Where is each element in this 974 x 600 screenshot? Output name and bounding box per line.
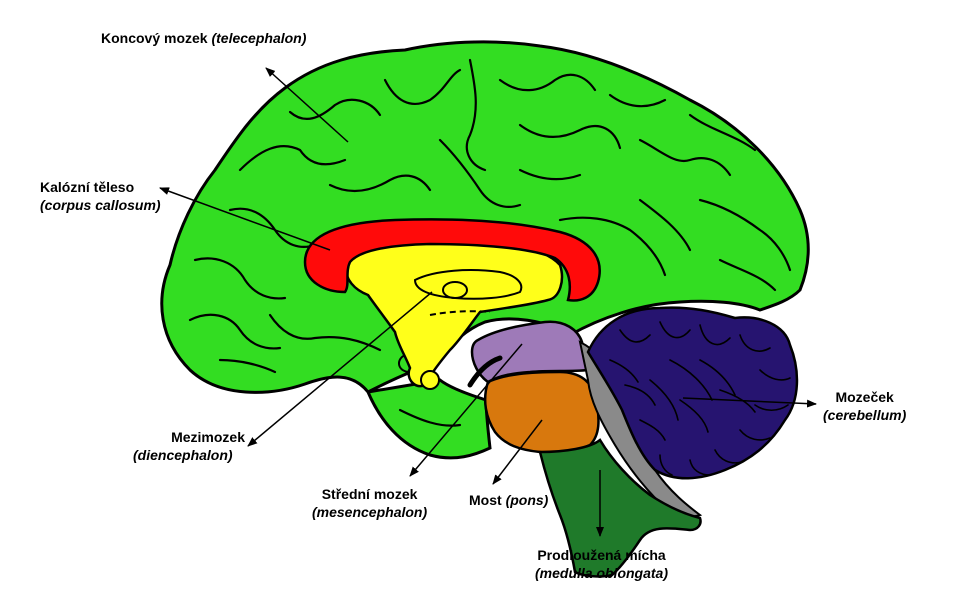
label-medulla: Prodloužená mícha (medulla oblongata) <box>535 546 668 582</box>
label-diencephalon-latin: (diencephalon) <box>133 447 233 463</box>
cerebral-aqueduct <box>467 355 503 388</box>
pons-region <box>483 370 600 455</box>
pointer-pons <box>492 419 543 485</box>
label-telencephalon-name: Koncový mozek <box>101 30 208 46</box>
pointer-lines <box>159 67 817 537</box>
label-pons-latin: (pons) <box>505 492 549 508</box>
pointer-mesencephalon <box>409 343 523 477</box>
label-medulla-latin: (medulla oblongata) <box>535 565 668 581</box>
label-medulla-name: Prodloužená mícha <box>537 547 666 563</box>
label-mesencephalon-name: Střední mozek <box>321 486 418 502</box>
medulla-region <box>538 438 702 578</box>
pointer-corpus-callosum <box>159 187 331 251</box>
label-telencephalon: Koncový mozek (telecephalon) <box>101 29 306 47</box>
label-mesencephalon: Střední mozek (mesencephalon) <box>312 485 427 521</box>
pointer-diencephalon <box>247 291 433 447</box>
label-cerebellum: Mozeček (cerebellum) <box>823 388 906 424</box>
cerebellum-folia <box>609 321 791 476</box>
corpus-callosum-region <box>303 218 601 302</box>
gyri-lines <box>188 58 792 427</box>
label-diencephalon: Mezimozek (diencephalon) <box>133 428 245 464</box>
label-pons: Most (pons) <box>469 491 548 509</box>
pituitary <box>420 370 440 390</box>
label-corpus-callosum-latin: (corpus callosum) <box>40 197 161 213</box>
interthalamic-adhesion <box>442 281 468 299</box>
label-cerebellum-latin: (cerebellum) <box>823 407 907 423</box>
hypothalamic-sulcus <box>429 310 491 316</box>
label-corpus-callosum-name: Kalózní těleso <box>40 179 135 195</box>
label-pons-name: Most <box>469 492 502 508</box>
label-telencephalon-latin: (telecephalon) <box>211 30 307 46</box>
pointer-cerebellum <box>682 397 817 408</box>
label-corpus-callosum: Kalózní těleso (corpus callosum) <box>40 178 161 214</box>
pointer-telencephalon <box>265 67 349 143</box>
thalamus-outline <box>413 269 523 300</box>
label-mesencephalon-latin: (mesencephalon) <box>312 504 428 520</box>
label-diencephalon-name: Mezimozek <box>171 429 245 445</box>
label-cerebellum-name: Mozeček <box>835 389 894 405</box>
optic-chiasm <box>398 354 411 373</box>
